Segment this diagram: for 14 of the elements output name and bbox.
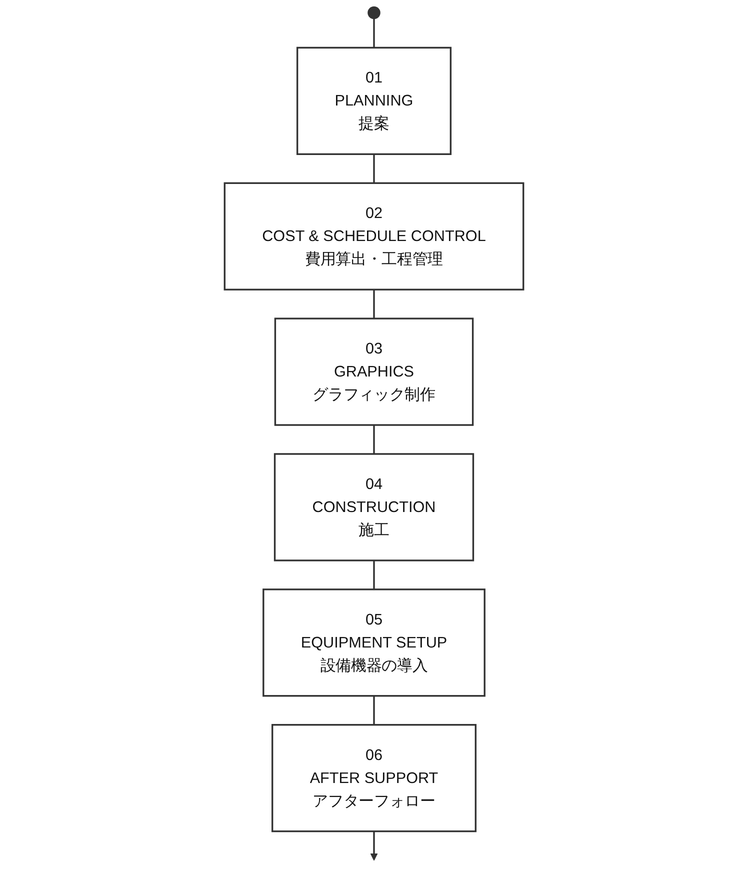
process-box: 01 PLANNING 提案	[296, 46, 452, 156]
arrow	[370, 831, 378, 861]
connector-line	[373, 696, 375, 725]
process-box: 04 CONSTRUCTION 施工	[274, 453, 474, 562]
connector-line	[373, 154, 375, 184]
process-box: 06 AFTER SUPPORT アフターフォロー	[272, 724, 476, 832]
process-box: 03 GRAPHICS グラフィック制作	[274, 318, 474, 426]
connector-line	[373, 425, 375, 454]
process-box: 02 COST & SCHEDULE CONTROL 費用算出・工程管理	[224, 182, 524, 290]
connector-line	[373, 560, 375, 590]
process-box: 05 EQUIPMENT SETUP 設備機器の導入	[262, 588, 486, 697]
connector-line	[373, 18, 375, 48]
start-dot	[368, 6, 380, 20]
connector-line	[373, 290, 375, 319]
